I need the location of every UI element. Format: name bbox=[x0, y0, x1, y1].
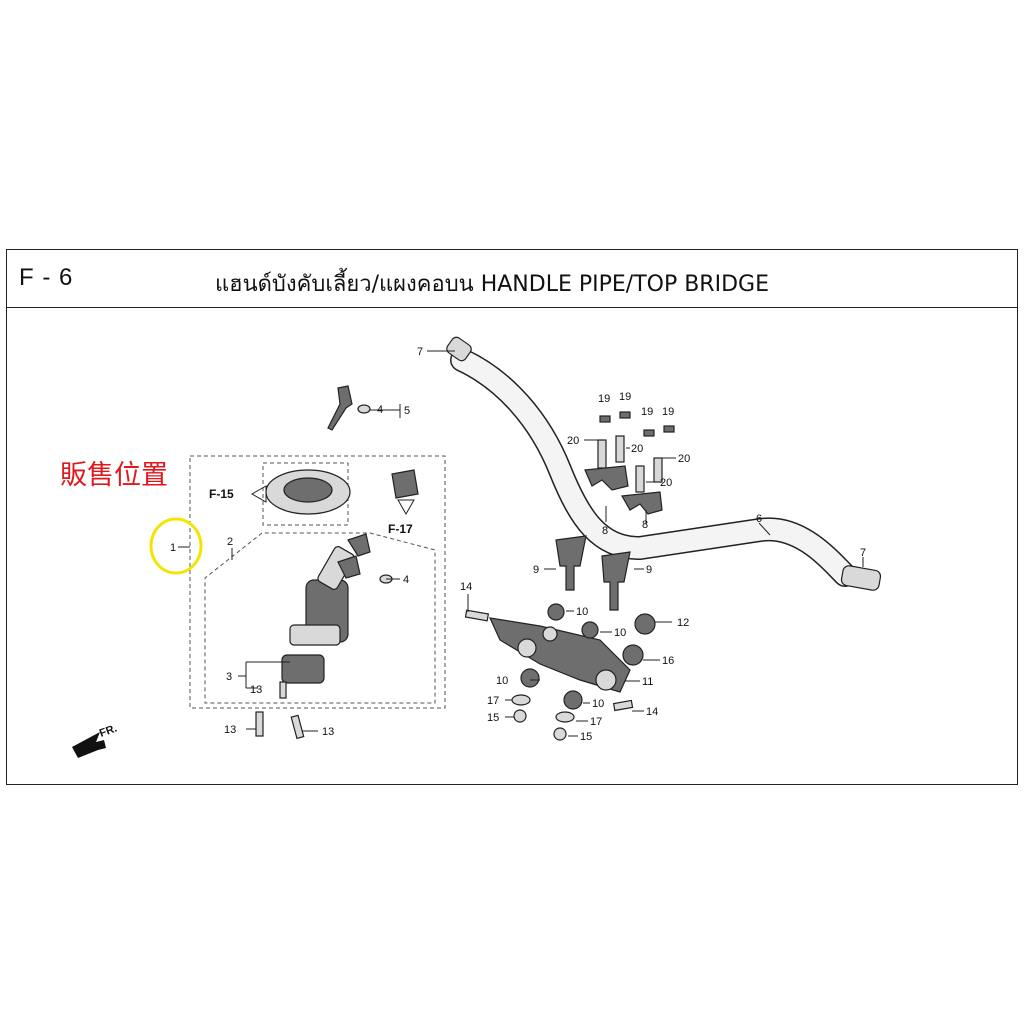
callout-14: 14 bbox=[646, 706, 658, 718]
switch-box bbox=[204, 532, 436, 704]
callout-19: 19 bbox=[662, 406, 674, 418]
callout-1: 1 bbox=[170, 542, 176, 554]
callout-5: 5 bbox=[404, 405, 410, 417]
callout-17: 17 bbox=[590, 716, 602, 728]
callout-19: 19 bbox=[598, 393, 610, 405]
callout-16: 16 bbox=[662, 655, 674, 667]
callout-2: 2 bbox=[227, 536, 233, 548]
figure-code: F - 6 bbox=[19, 264, 74, 291]
callout-13: 13 bbox=[322, 726, 334, 738]
callout-11: 11 bbox=[642, 676, 653, 688]
callout-19: 19 bbox=[641, 406, 653, 418]
arrow-down-icon bbox=[397, 499, 415, 516]
handle-pipe bbox=[450, 348, 857, 587]
assembly-box bbox=[189, 455, 446, 709]
key-set bbox=[327, 385, 393, 584]
fuel-cap-lock bbox=[391, 469, 419, 499]
callout-10: 10 bbox=[614, 627, 626, 639]
callout-9: 9 bbox=[646, 564, 652, 576]
callout-6: 6 bbox=[756, 513, 762, 525]
diagram-header: F - 6 แฮนด์บังคับเลี้ยว/แผงคอบน HANDLE P… bbox=[7, 250, 1017, 308]
leader-lines bbox=[178, 350, 864, 737]
highlight-circle bbox=[149, 517, 203, 575]
arrow-left-icon bbox=[250, 485, 267, 503]
callout-12: 12 bbox=[677, 617, 689, 629]
diagram-frame: F - 6 แฮนด์บังคับเลี้ยว/แผงคอบน HANDLE P… bbox=[6, 249, 1018, 785]
callout-8: 8 bbox=[602, 525, 608, 537]
callout-10: 10 bbox=[576, 606, 588, 618]
mounting-bolts bbox=[255, 681, 305, 740]
ref-f15: F-15 bbox=[209, 487, 234, 501]
top-bridge bbox=[488, 617, 631, 693]
sale-position-note: 販售位置 bbox=[60, 460, 168, 491]
callout-17: 17 bbox=[487, 695, 499, 707]
callout-7: 7 bbox=[417, 346, 423, 358]
callout-10: 10 bbox=[496, 675, 508, 687]
callout-8: 8 bbox=[642, 519, 648, 531]
handlebar-lower-holder bbox=[555, 535, 631, 611]
callout-15: 15 bbox=[487, 712, 499, 724]
callout-20: 20 bbox=[678, 453, 690, 465]
callout-4: 4 bbox=[377, 404, 383, 416]
callout-13: 13 bbox=[224, 724, 236, 736]
ref-f17: F-17 bbox=[388, 522, 413, 536]
callout-20: 20 bbox=[660, 477, 672, 489]
callout-numbers: 1 2 3 4 4 5 6 7 7 8 8 9 9 10 10 10 10 11… bbox=[170, 346, 866, 743]
callout-3: 3 bbox=[226, 671, 232, 683]
ignition-switch bbox=[281, 546, 355, 684]
callout-14: 14 bbox=[460, 581, 472, 593]
callout-15: 15 bbox=[580, 731, 592, 743]
figure-title: แฮนด์บังคับเลี้ยว/แผงคอบน HANDLE PIPE/TO… bbox=[215, 272, 769, 297]
small-parts bbox=[464, 603, 656, 741]
callout-4: 4 bbox=[403, 574, 409, 586]
holder-bolts bbox=[597, 411, 675, 493]
callout-9: 9 bbox=[533, 564, 539, 576]
callout-7: 7 bbox=[860, 547, 866, 559]
callout-10: 10 bbox=[592, 698, 604, 710]
bar-end-weight bbox=[446, 336, 882, 591]
fuel-cap bbox=[265, 469, 351, 515]
callout-20: 20 bbox=[567, 435, 579, 447]
handlebar-upper-holder bbox=[584, 465, 663, 515]
callout-19: 19 bbox=[619, 391, 631, 403]
callout-20: 20 bbox=[631, 443, 643, 455]
callout-13: 13 bbox=[250, 684, 262, 696]
front-arrow-icon bbox=[72, 732, 106, 758]
front-label: FR. bbox=[98, 722, 119, 739]
